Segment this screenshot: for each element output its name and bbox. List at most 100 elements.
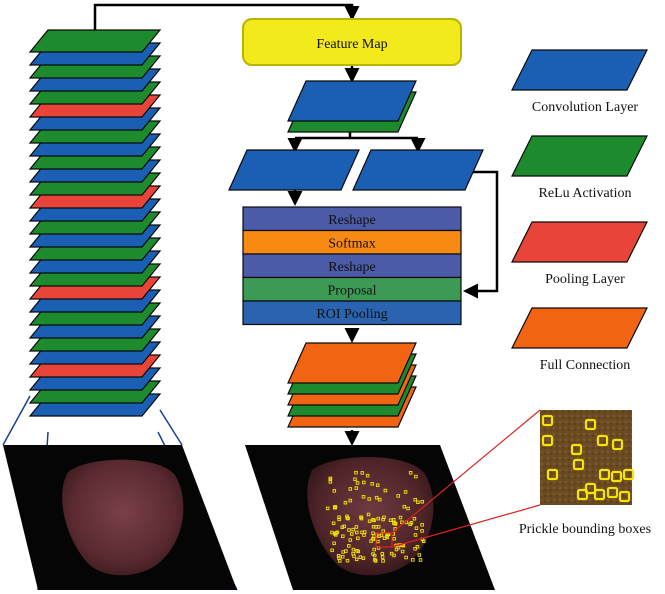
legend-swatch-relu [511, 135, 648, 177]
prickle-box [330, 548, 334, 553]
rpn-left-conv [228, 149, 360, 191]
zoom-prickle-box [606, 486, 619, 499]
prickle-box [360, 530, 364, 535]
prickle-box [328, 476, 333, 481]
legend-swatch-full_connection [511, 307, 648, 349]
legend-label-full_connection: Full Connection [540, 358, 631, 373]
prickle-box [369, 539, 373, 543]
prickle-box [347, 544, 351, 548]
prickle-box [351, 527, 355, 532]
rpn-block-label: Softmax [328, 236, 375, 251]
input-tongue-image [3, 445, 237, 590]
prickle-box [420, 523, 424, 527]
backbone-layer-relu [28, 29, 162, 53]
prickle-box [331, 521, 336, 526]
prickle-box [354, 486, 359, 490]
prickle-box [389, 551, 394, 556]
prickle-box [362, 533, 366, 537]
prickle-box [342, 524, 346, 529]
prickle-box [348, 498, 353, 503]
prickle-box [406, 506, 410, 511]
prickle-box [355, 481, 360, 485]
prickle-box [408, 470, 413, 475]
prickle-box [361, 495, 366, 499]
prickle-box [366, 512, 371, 517]
prickle-box [353, 477, 357, 482]
fc-layer-full_connection [287, 342, 417, 384]
zoom-inset [540, 410, 635, 505]
zoom-region-box [375, 532, 393, 548]
prickle-box [400, 520, 404, 524]
prickle-box [375, 483, 380, 488]
zoom-bounding-boxes [541, 414, 635, 503]
prickle-box [354, 525, 359, 529]
prickle-box [374, 495, 379, 500]
zoom-prickle-box [570, 443, 583, 456]
prickle-box [359, 515, 363, 520]
feature-map-conv-stack [287, 80, 417, 133]
prickle-box [332, 541, 336, 546]
prickle-box [328, 480, 333, 484]
prickle-box [365, 473, 370, 478]
prickle-box [392, 517, 396, 522]
prickle-box [385, 535, 389, 540]
feature-map-label: Feature Map [316, 37, 387, 52]
prickle-box [404, 555, 408, 560]
prickle-box [372, 553, 377, 558]
zoom-prickle-box [572, 458, 585, 471]
prickle-box [354, 557, 359, 562]
prickle-box [372, 547, 376, 552]
prickle-box [383, 488, 388, 493]
legend-swatch-pooling [511, 221, 648, 263]
prickle-box [338, 559, 342, 563]
prickle-box [420, 529, 424, 533]
prickle-box [380, 555, 385, 559]
zoom-prickle-box [541, 434, 554, 447]
prickle-box [347, 528, 351, 532]
prickle-box [345, 514, 349, 519]
prickle-box [377, 534, 381, 539]
rpn-block-label: Proposal [328, 283, 377, 298]
prickle-box [345, 558, 350, 563]
prickle-box [415, 545, 420, 549]
prickle-box [420, 500, 425, 504]
prickle-box [414, 526, 419, 530]
bounding-box-label: Prickle bounding boxes [519, 522, 651, 537]
prickle-box [388, 518, 393, 522]
prickle-box [340, 555, 345, 559]
full-connection-stack [287, 342, 417, 428]
prickle-box [400, 549, 405, 554]
prickle-box [417, 553, 422, 557]
prickle-box [356, 536, 360, 541]
prickle-box [381, 517, 385, 522]
rpn-branch-convs [228, 149, 484, 191]
prickle-box [403, 490, 408, 494]
zoom-prickle-box [598, 468, 611, 481]
prickle-box [413, 497, 417, 502]
prickle-box [337, 517, 341, 522]
prickle-box [337, 515, 341, 519]
prickle-box [411, 558, 415, 562]
prickle-box [355, 549, 359, 553]
prickle-box [348, 538, 353, 542]
rpn-block-roi_pooling [242, 300, 462, 326]
prickle-box [348, 487, 353, 491]
prickle-box [396, 494, 400, 498]
rpn-block-label: Reshape [328, 213, 375, 228]
zoom-prickle-box [546, 468, 559, 481]
zoom-prickle-box [622, 468, 635, 481]
prickle-box [361, 556, 366, 560]
prickle-box [371, 517, 375, 522]
rpn-block-label: Reshape [328, 260, 375, 275]
prickle-box [362, 480, 366, 485]
detected-prickles [325, 470, 426, 563]
prickle-box [367, 497, 371, 501]
prickle-box [416, 500, 420, 505]
prickle-box [341, 550, 345, 554]
prickle-box [408, 522, 412, 527]
zoom-prickle-box [611, 438, 624, 451]
legend-label-pooling: Pooling Layer [545, 272, 625, 287]
prickle-box [333, 504, 337, 509]
